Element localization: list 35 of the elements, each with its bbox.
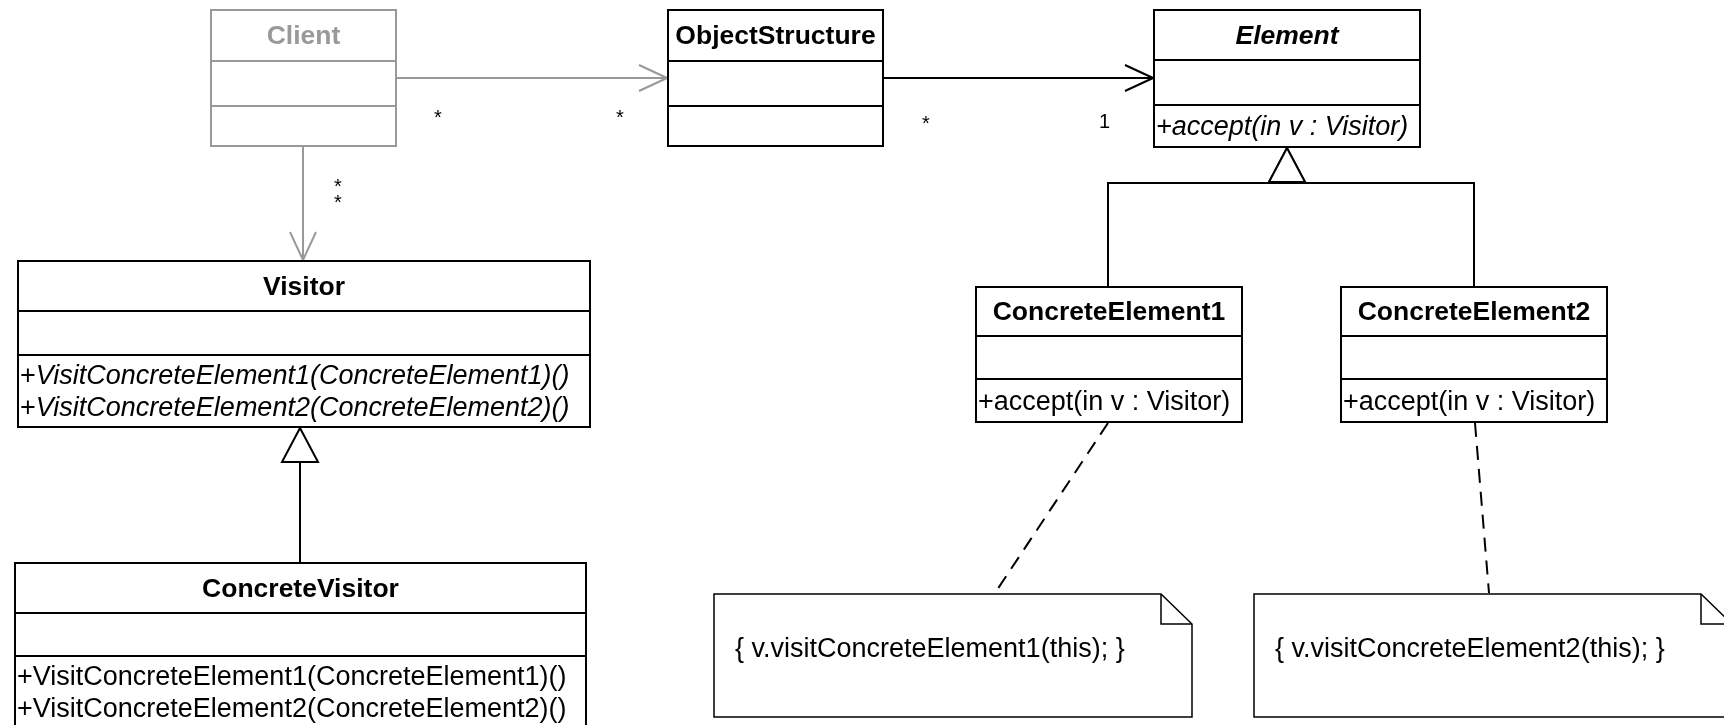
operation-text: +VisitConcreteElement2(ConcreteElement2)(): [17, 693, 567, 723]
class-name: ConcreteVisitor: [201, 572, 400, 605]
operation-text: +VisitConcreteElement2(ConcreteElement2)(): [20, 392, 570, 422]
class-box: [17, 260, 591, 428]
multiplicity-label: 1: [1099, 113, 1111, 129]
multiplicity-label: *: [334, 194, 342, 210]
multiplicity-label: *: [434, 109, 442, 125]
class-box: [14, 562, 587, 725]
association-arrow: [883, 64, 1154, 92]
class-name: ConcreteElement1: [991, 295, 1227, 328]
note-connector: [1474, 422, 1490, 594]
class-box: [1153, 9, 1421, 148]
operation-text: +accept(in v : Visitor): [1343, 385, 1596, 416]
multiplicity-label: *: [922, 115, 930, 131]
note-text: { v.visitConcreteElement1(this); }: [735, 633, 1125, 663]
association-arrow: [396, 64, 668, 92]
class-box: [975, 286, 1243, 423]
class-box: [210, 9, 397, 147]
operation-text: +VisitConcreteElement1(ConcreteElement1)(): [20, 360, 570, 390]
note-text: { v.visitConcreteElement2(this); }: [1275, 633, 1665, 663]
class-box: [667, 9, 884, 147]
class-name: Client: [265, 19, 342, 52]
class-name: Element: [1234, 19, 1341, 52]
operation-text: +accept(in v : Visitor): [1156, 111, 1409, 141]
class-name: ObjectStructure: [674, 19, 877, 52]
operation-text: +accept(in v : Visitor): [978, 385, 1231, 416]
class-name: Visitor: [262, 270, 346, 303]
generalization-arrow: [1268, 147, 1475, 287]
class-name: ConcreteElement2: [1356, 295, 1592, 328]
association-arrow: [289, 146, 317, 261]
multiplicity-label: *: [616, 109, 624, 125]
generalization-arrow: [281, 427, 319, 563]
operation-text: +VisitConcreteElement1(ConcreteElement1)(): [17, 661, 567, 691]
class-box: [1340, 286, 1608, 423]
multiplicity-label: *: [334, 178, 342, 194]
